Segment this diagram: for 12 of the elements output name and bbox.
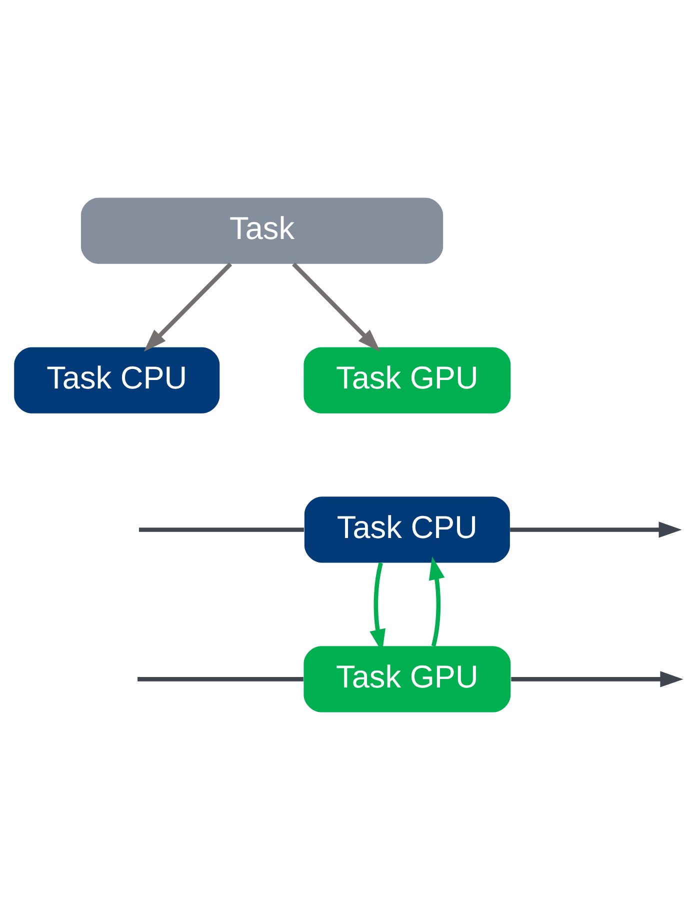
arrow: [511, 670, 684, 687]
node-box: Task: [80, 197, 444, 264]
node-box: Task GPU: [304, 646, 511, 712]
node-box: Task GPU: [304, 346, 511, 413]
arrow: [428, 556, 445, 646]
node-box: Task CPU: [14, 346, 220, 413]
connector: [138, 527, 304, 532]
arrow: [144, 262, 232, 352]
connector: [138, 676, 304, 681]
arrow: [510, 521, 682, 538]
arrow: [292, 262, 380, 352]
node-box: Task CPU: [304, 496, 510, 562]
